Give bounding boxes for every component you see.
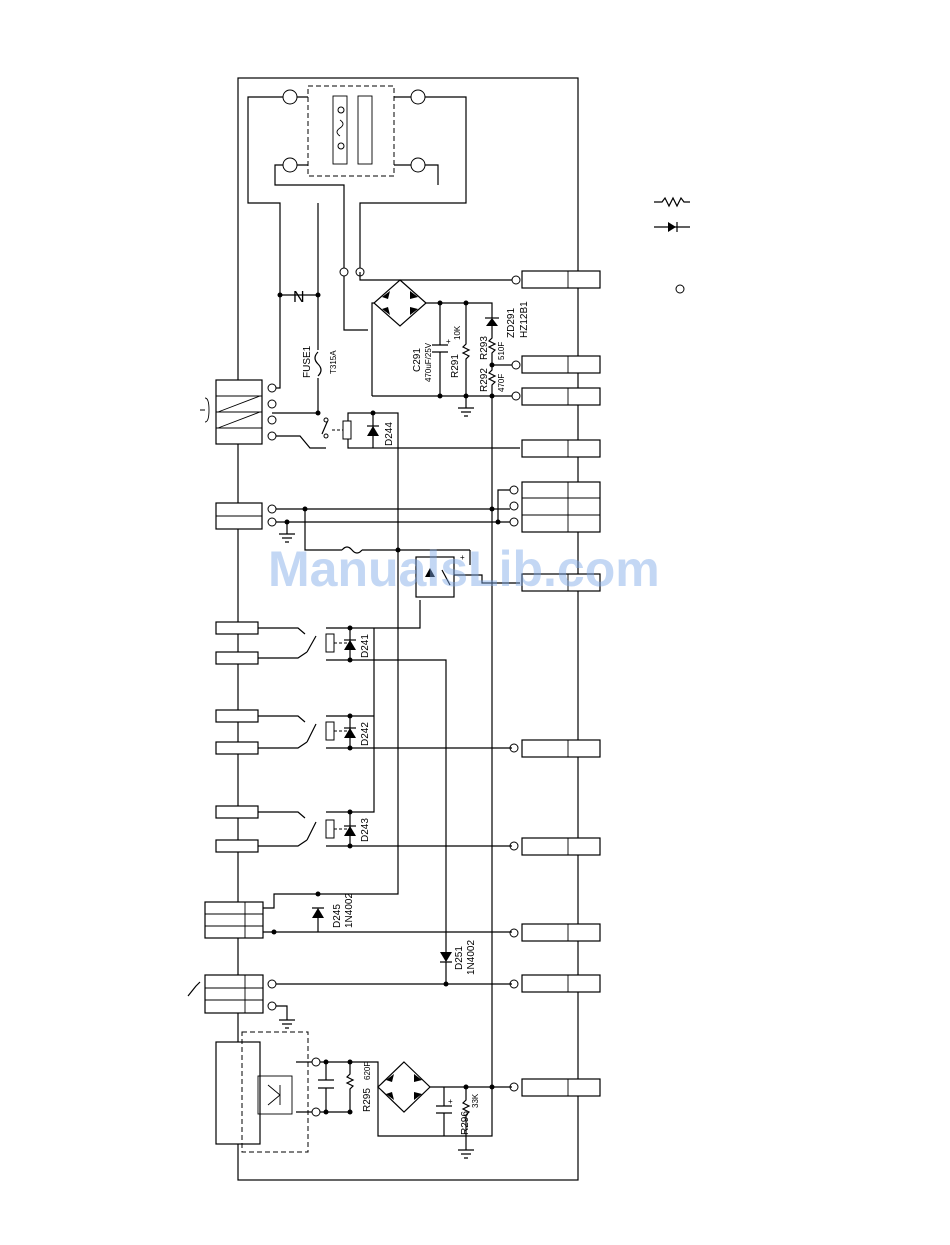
relay-coil xyxy=(343,421,351,439)
d244-ref: D244 xyxy=(384,422,395,446)
relay-coil-right xyxy=(358,96,372,164)
zd291-value: HZ12B1 xyxy=(519,301,530,338)
c291-value: 470uF/25V xyxy=(424,342,433,382)
bridge-rectifier-top xyxy=(374,280,426,326)
legend xyxy=(654,198,690,293)
d251-diode xyxy=(440,952,452,962)
r293-ref: R293 xyxy=(479,336,490,360)
r293-value: 510F xyxy=(497,342,506,360)
ground-symbol xyxy=(276,1006,295,1028)
wire xyxy=(360,97,466,272)
r292-ref: R292 xyxy=(479,368,490,392)
terminal xyxy=(283,158,297,172)
watermark: ManualsLib.com xyxy=(268,541,660,597)
wire xyxy=(248,97,283,380)
terminal xyxy=(411,90,425,104)
ground-symbol xyxy=(458,396,474,416)
d243-ref: D243 xyxy=(360,818,371,842)
zd291-ref: ZD291 xyxy=(506,308,517,338)
n-mark: N xyxy=(293,289,305,306)
terminal-icon xyxy=(676,285,684,293)
bridge-rectifier-bottom xyxy=(378,1062,430,1112)
connector-brace xyxy=(200,398,209,422)
d251-ref: D251 xyxy=(454,946,465,970)
c291-ref: C291 xyxy=(412,348,423,372)
capacitor-symbol xyxy=(318,1062,334,1112)
fuse1-value: T315A xyxy=(329,350,338,374)
r292-value: 470F xyxy=(497,374,506,392)
c291-capacitor xyxy=(432,303,448,396)
d245-connector xyxy=(205,902,263,938)
r291-ref: R291 xyxy=(450,354,461,378)
terminal xyxy=(411,158,425,172)
d241-ref: D241 xyxy=(360,634,371,658)
r291-value: 10K xyxy=(453,325,462,340)
fuse1-ref: FUSE1 xyxy=(302,345,313,378)
diode-icon xyxy=(668,222,676,232)
relay-coil-left xyxy=(333,96,347,164)
d251-value: 1N4002 xyxy=(466,940,477,975)
d245-ref: D245 xyxy=(332,904,343,928)
r295-ref: R295 xyxy=(362,1088,373,1112)
r296-ref: R296 xyxy=(460,1111,471,1135)
d245-diode xyxy=(312,894,324,918)
d242-ref: D242 xyxy=(360,722,371,746)
right-connectors xyxy=(510,271,600,1096)
ground-symbol xyxy=(279,522,295,542)
r295-value: 620F xyxy=(363,1062,372,1080)
board-outline xyxy=(238,78,578,1180)
ground-symbol xyxy=(458,1136,474,1158)
zd291-zener-diode xyxy=(486,318,498,326)
r291-resistor xyxy=(463,303,469,396)
svg-text:+: + xyxy=(448,1097,453,1106)
relay-dashed-outline xyxy=(308,86,394,176)
switch-symbol xyxy=(188,982,200,996)
relay-group: D241 D242 D243 xyxy=(216,600,512,952)
r296-value: 33K xyxy=(471,1093,480,1108)
d245-value: 1N4002 xyxy=(344,893,355,928)
fuse-symbol xyxy=(315,352,321,376)
relay-thermal-link xyxy=(337,120,343,136)
capacitor-symbol xyxy=(436,1087,452,1136)
switch-connector xyxy=(205,975,263,1013)
wire xyxy=(275,165,368,330)
terminal xyxy=(283,90,297,104)
r295-resistor xyxy=(347,1062,353,1112)
resistor-icon xyxy=(654,198,690,206)
bottom-connector xyxy=(216,1042,260,1144)
svg-text:+: + xyxy=(446,337,451,346)
